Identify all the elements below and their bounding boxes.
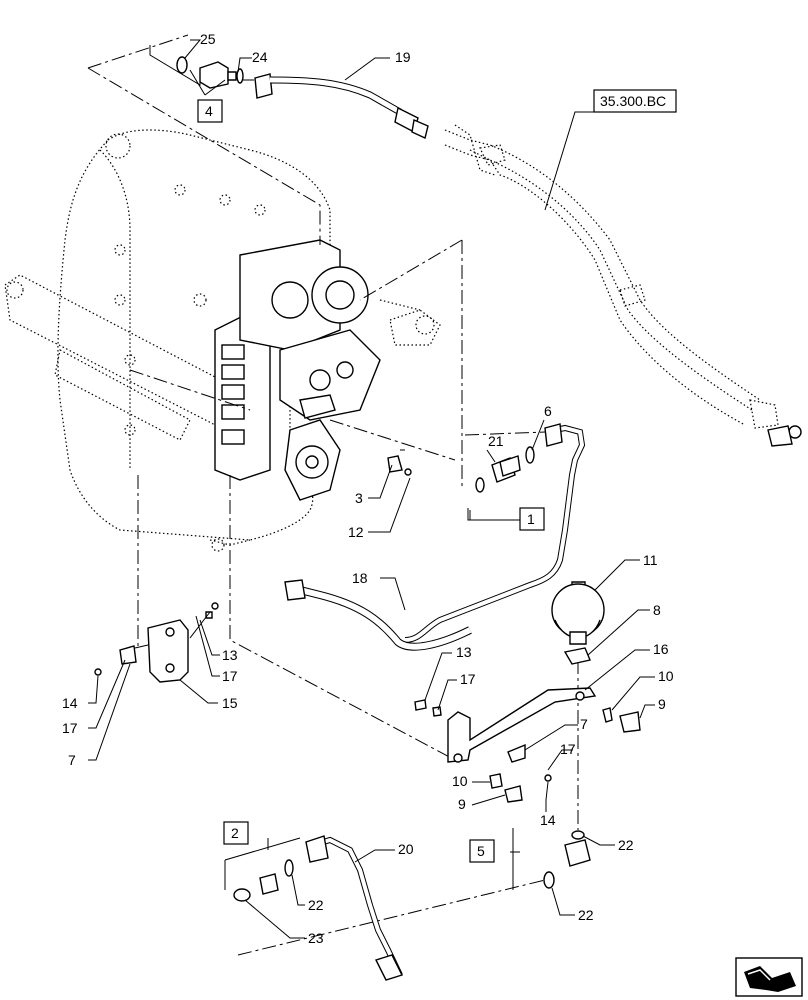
svg-text:35.300.BC: 35.300.BC [600,93,666,109]
callout-13-left: 13 [222,647,238,663]
callout-3: 3 [355,490,363,506]
callout-6: 6 [544,403,552,419]
callout-10-mid: 10 [452,773,468,789]
callout-9-mid: 9 [458,796,466,812]
valve-block [214,239,381,501]
leader-lines [87,34,579,956]
callout-8: 8 [653,602,661,618]
callout-leaders [88,39,655,939]
callout-10-right: 10 [658,668,674,684]
callout-7-mid: 7 [580,716,588,732]
callout-7-left: 7 [68,752,76,768]
clip-3 [387,455,412,476]
callout-16: 16 [653,641,669,657]
group-2-parts [233,835,403,981]
right-pipes [444,124,802,447]
svg-text:1: 1 [527,511,535,527]
top-hose-assembly [176,56,429,139]
o-ring-25 [176,56,188,74]
arrow-icon[interactable] [735,957,803,997]
group-box-1: 1 [519,507,545,531]
callout-17-far-left: 17 [62,720,78,736]
group-box-2: 2 [223,821,249,845]
callout-17-right: 17 [560,741,576,757]
callout-12: 12 [348,524,364,540]
callout-24: 24 [252,49,268,65]
bracket-16 [414,687,641,803]
svg-text:4: 4 [205,103,213,119]
svg-text:2: 2 [231,825,239,841]
group-box-5: 5 [469,839,495,863]
callout-20: 20 [398,841,414,857]
svg-text:5: 5 [477,843,485,859]
group-box-4: 4 [197,99,223,123]
callout-15: 15 [222,695,238,711]
callout-22-right: 22 [618,837,634,853]
reference-box-35-300-bc[interactable]: 35.300.BC [593,89,677,113]
callout-11: 11 [643,552,658,568]
callout-23: 23 [308,930,324,946]
group-1-parts [404,423,586,643]
callout-labels: 25 24 19 21 6 3 12 11 18 8 16 10 9 13 17… [62,31,674,946]
callout-18: 18 [352,570,368,586]
callout-22-left: 22 [308,897,324,913]
callout-17-left: 17 [222,668,238,684]
bracket-15 [94,602,219,683]
accumulator-11 [551,581,605,665]
callout-21: 21 [488,433,504,449]
hose-18 [284,579,472,651]
callout-17-mid: 17 [460,671,476,687]
callout-25: 25 [200,31,216,47]
callout-13-mid: 13 [456,644,472,660]
callout-14-mid: 14 [540,812,556,828]
callout-9-right: 9 [658,696,666,712]
callout-19: 19 [395,49,411,65]
fitting-4 [199,61,229,89]
callout-22-bottom: 22 [578,907,594,923]
group-5-parts [543,830,591,889]
callout-14-left: 14 [62,695,78,711]
